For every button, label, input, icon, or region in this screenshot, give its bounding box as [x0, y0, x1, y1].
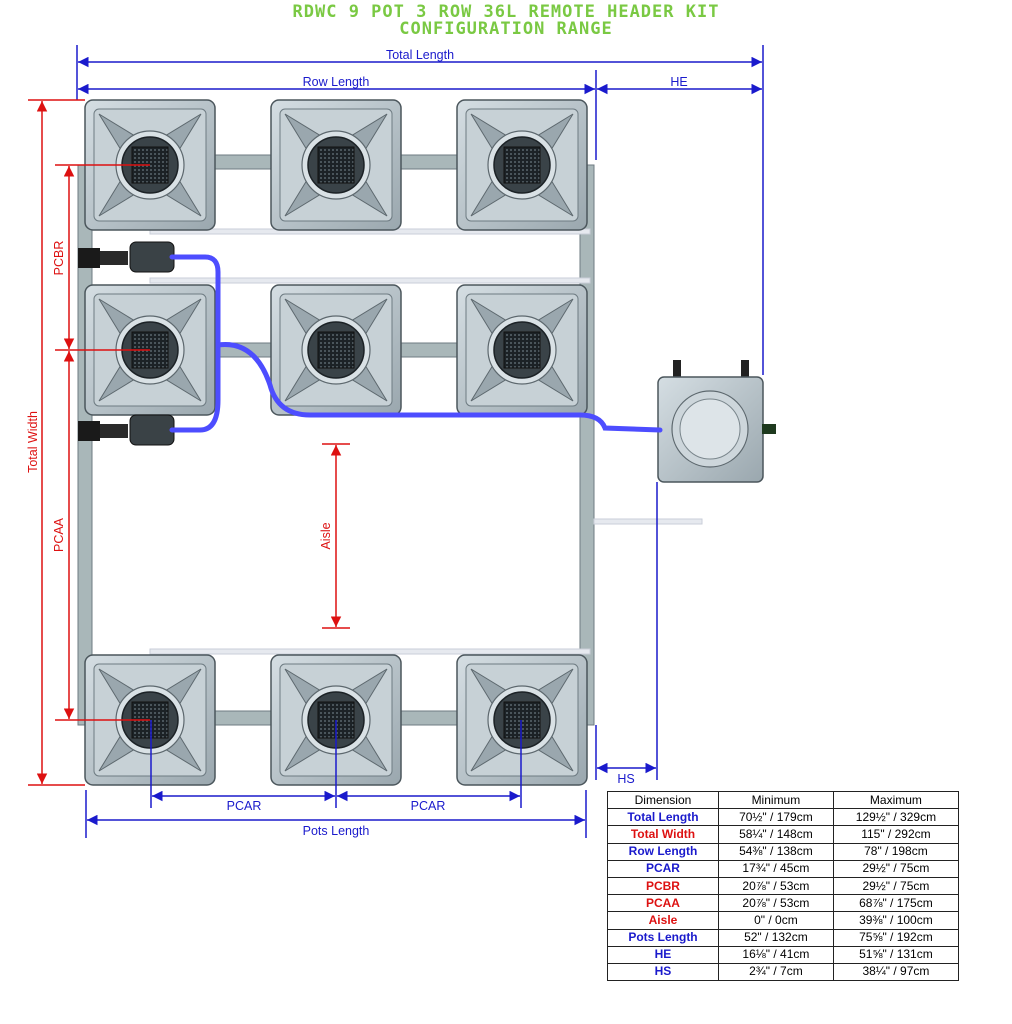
remote-header-unit: [657, 360, 776, 483]
maximum-cell: 129½" / 329cm: [832, 808, 960, 827]
minimum-cell: 16⅛" / 41cm: [717, 945, 834, 964]
total-width-label: Total Width: [26, 411, 40, 473]
return-hoses: [169, 254, 663, 433]
he-label: HE: [670, 75, 687, 89]
minimum-cell: 20⅞" / 53cm: [717, 894, 834, 913]
dimension-name-cell: Total Length: [607, 808, 719, 827]
dimension-name-cell: PCBR: [607, 876, 719, 896]
minimum-cell: 17¾" / 45cm: [717, 859, 834, 878]
pump-units: [78, 241, 175, 446]
blue-dimension-lines: [76, 45, 764, 838]
column-header: Dimension: [607, 790, 719, 810]
hs-label: HS: [617, 772, 634, 786]
dimension-name-cell: Row Length: [607, 842, 719, 861]
dimension-name-cell: Pots Length: [607, 928, 719, 947]
dimension-name-cell: PCAA: [607, 894, 719, 913]
row-length-label: Row Length: [303, 75, 370, 89]
maximum-cell: 39⅜" / 100cm: [832, 911, 960, 930]
dimension-name-cell: HS: [607, 962, 719, 982]
red-dimension-lines: [28, 99, 350, 786]
minimum-cell: 58¼" / 148cm: [717, 825, 834, 844]
dimension-name-cell: HE: [607, 945, 719, 964]
aisle-label: Aisle: [319, 522, 333, 549]
dimension-name-cell: PCAR: [607, 859, 719, 878]
maximum-cell: 68⅞" / 175cm: [832, 894, 960, 913]
column-header: Maximum: [832, 790, 960, 810]
maximum-cell: 115" / 292cm: [832, 825, 960, 844]
title-line-1: RDWC 9 POT 3 ROW 36L REMOTE HEADER KIT: [292, 2, 720, 22]
maximum-cell: 38¼" / 97cm: [832, 962, 960, 982]
minimum-cell: 54⅜" / 138cm: [717, 842, 834, 861]
dimension-name-cell: Total Width: [607, 825, 719, 844]
pcbr-label: PCBR: [52, 241, 66, 276]
maximum-cell: 29½" / 75cm: [832, 859, 960, 878]
maximum-cell: 78" / 198cm: [832, 842, 960, 861]
total-length-label: Total Length: [386, 48, 454, 62]
minimum-cell: 52" / 132cm: [717, 928, 834, 947]
pots-length-label: Pots Length: [303, 824, 370, 838]
pcar-right-label: PCAR: [411, 799, 446, 813]
pcar-left-label: PCAR: [227, 799, 262, 813]
minimum-cell: 2¾" / 7cm: [717, 962, 834, 982]
minimum-cell: 0" / 0cm: [717, 911, 834, 930]
title-line-2: CONFIGURATION RANGE: [399, 19, 613, 39]
maximum-cell: 75⅝" / 192cm: [832, 928, 960, 947]
dimension-name-cell: Aisle: [607, 911, 719, 930]
pcaa-label: PCAA: [52, 517, 66, 552]
maximum-cell: 29½" / 75cm: [832, 876, 960, 896]
minimum-cell: 70½" / 179cm: [717, 808, 834, 827]
column-header: Minimum: [717, 790, 834, 810]
minimum-cell: 20⅞" / 53cm: [717, 876, 834, 896]
maximum-cell: 51⅝" / 131cm: [832, 945, 960, 964]
supply-lines: [149, 228, 703, 655]
table-header-row: Dimension Minimum Maximum: [607, 790, 960, 810]
